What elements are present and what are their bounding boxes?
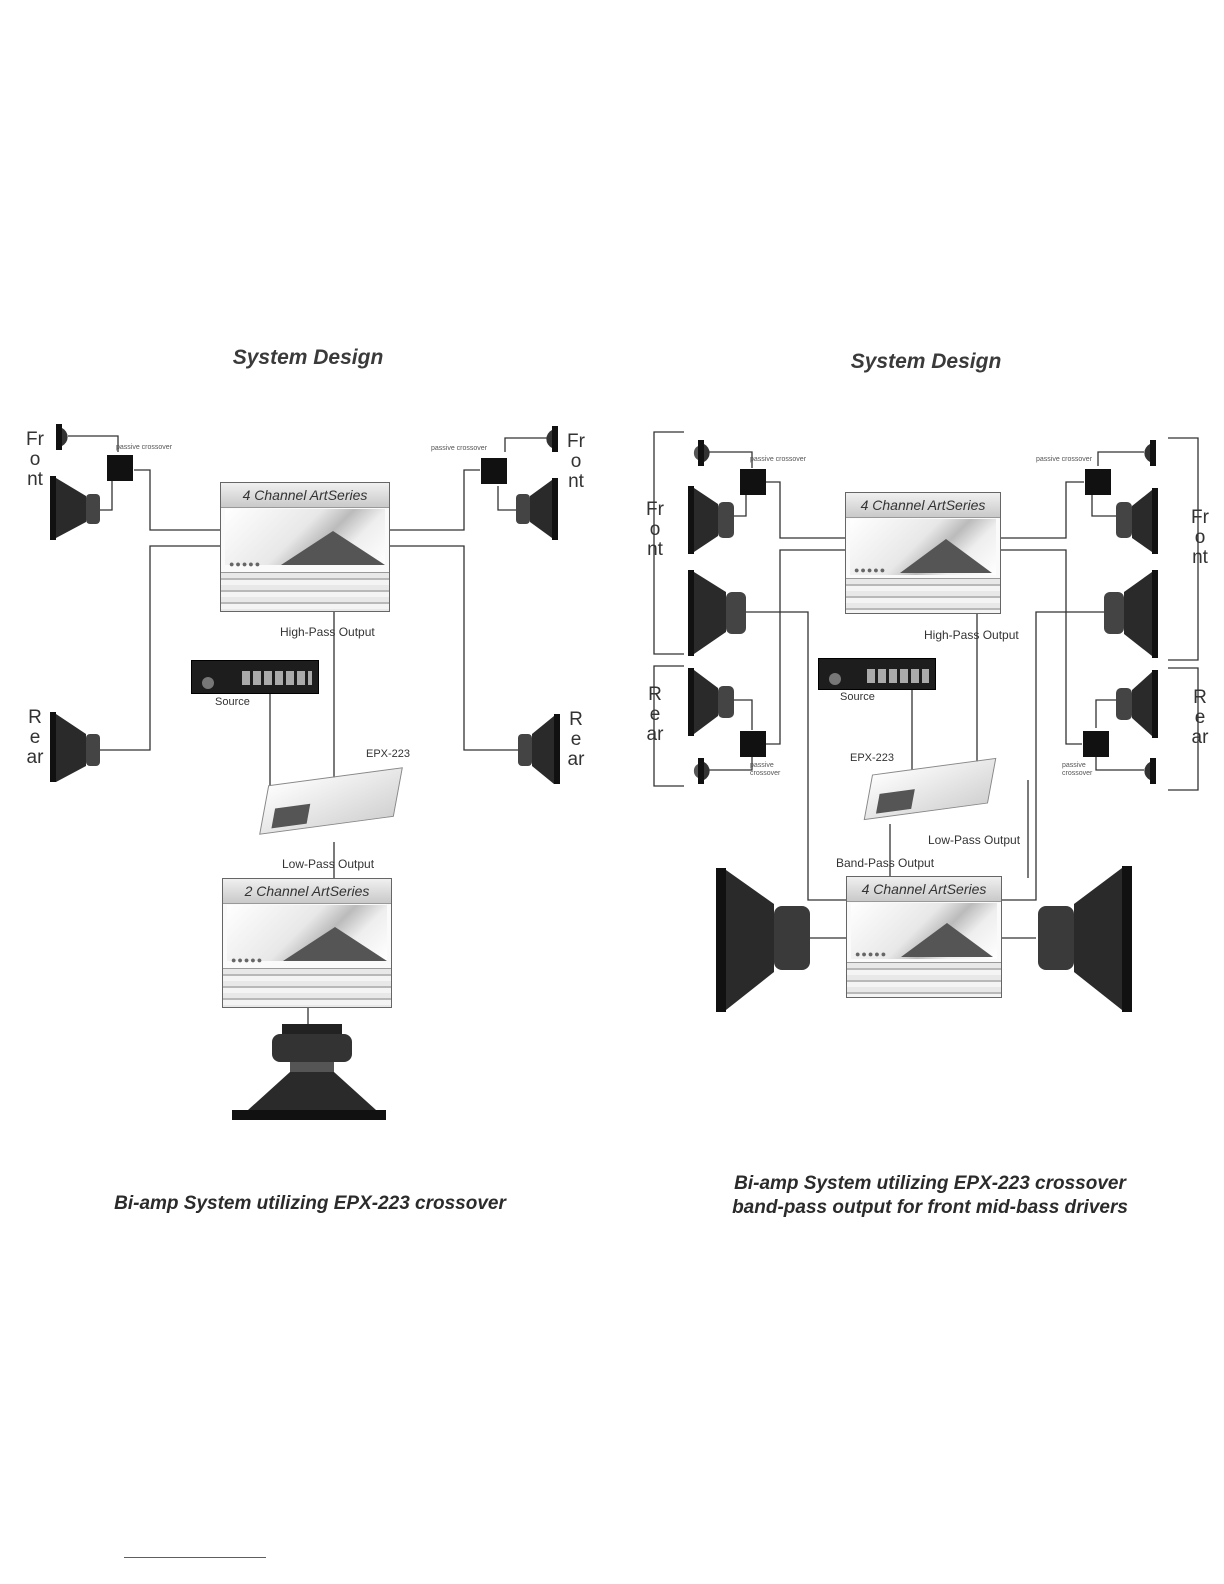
crossover-box <box>1085 469 1111 495</box>
right-xover-label: passive crossover <box>431 445 488 452</box>
left-rear-label: Rear <box>26 707 44 768</box>
subwoofer-icon <box>232 1024 386 1120</box>
xover-label-tl: passive crossover <box>750 456 807 463</box>
speaker-icon <box>518 714 560 784</box>
left-front-label: Front <box>26 429 44 490</box>
tweeter-icon <box>1144 440 1156 466</box>
left-heading: System Design <box>232 346 384 369</box>
xover-label-br: passive crossover <box>1062 762 1093 777</box>
speaker-icon <box>50 476 100 540</box>
right-caption: Bi-amp System utilizing EPX-223 crossove… <box>670 1172 1190 1220</box>
right-band-pass-label: Band-Pass Output <box>836 856 935 870</box>
amp-title: 4 Channel ArtSeries <box>221 483 389 508</box>
speaker-icon <box>516 478 558 540</box>
amp-4ch-top-right: 4 Channel ArtSeries ●●●●● <box>845 492 1001 614</box>
left-caption: Bi-amp System utilizing EPX-223 crossove… <box>114 1193 506 1214</box>
footer-rule <box>124 1557 266 1558</box>
right-high-pass-label: High-Pass Output <box>924 628 1019 642</box>
left-rear-label-right: Rear <box>567 709 585 770</box>
tweeter-icon <box>546 426 558 452</box>
crossover-box <box>107 455 133 481</box>
low-pass-label: Low-Pass Output <box>282 857 375 871</box>
right-heading: System Design <box>850 350 1002 373</box>
amp-title: 2 Channel ArtSeries <box>223 879 391 904</box>
knob-icon: ●●●●● <box>231 955 264 965</box>
right-front-label: Front <box>646 499 664 560</box>
left-xover-label: passive crossover <box>116 444 173 451</box>
left-front-label-right: Front <box>567 431 585 492</box>
tweeter-icon <box>693 758 710 784</box>
source-label: Source <box>215 696 250 708</box>
right-caption-line1: Bi-amp System utilizing EPX-223 crossove… <box>734 1173 1126 1194</box>
amp-title: 4 Channel ArtSeries <box>847 877 1001 902</box>
right-source-head-unit <box>818 658 936 690</box>
xover-label-tr: passive crossover <box>1036 456 1093 463</box>
xover-label-bl: passive crossover <box>750 762 781 777</box>
knob-icon: ●●●●● <box>854 565 887 575</box>
source-head-unit <box>191 660 319 694</box>
tweeter-icon <box>1144 758 1156 784</box>
subwoofer-icon <box>1038 866 1132 1012</box>
speaker-icon <box>1104 570 1158 658</box>
right-low-pass-label: Low-Pass Output <box>928 833 1021 847</box>
speaker-icon <box>688 486 734 554</box>
tweeter-icon <box>693 440 710 466</box>
crossover-box <box>481 458 507 484</box>
amp-2ch: 2 Channel ArtSeries ●●●●● <box>222 878 392 1008</box>
right-source-label: Source <box>840 691 875 703</box>
right-rear-label-right: Rear <box>1191 687 1209 748</box>
epx-label: EPX-223 <box>366 748 411 760</box>
right-epx-label: EPX-223 <box>850 752 895 764</box>
high-pass-label: High-Pass Output <box>280 625 375 639</box>
amp-title: 4 Channel ArtSeries <box>846 493 1000 518</box>
crossover-box <box>740 469 766 495</box>
crossover-box <box>1083 731 1109 757</box>
right-caption-line2: band-pass output for front mid-bass driv… <box>732 1197 1128 1218</box>
knob-icon: ●●●●● <box>855 949 888 959</box>
amp-4ch-top: 4 Channel ArtSeries ●●●●● <box>220 482 390 612</box>
right-front-label-right: Front <box>1191 507 1209 568</box>
crossover-box <box>740 731 766 757</box>
speaker-icon <box>50 712 100 782</box>
amp-4ch-bottom-right: 4 Channel ArtSeries ●●●●● <box>846 876 1002 998</box>
tweeter-icon <box>56 424 68 450</box>
speaker-icon <box>688 668 734 736</box>
subwoofer-icon <box>716 868 810 1012</box>
speaker-icon <box>1116 670 1158 738</box>
knob-icon: ●●●●● <box>229 559 262 569</box>
speaker-icon <box>688 570 746 656</box>
speaker-icon <box>1116 488 1158 554</box>
right-rear-label: Rear <box>646 684 664 745</box>
